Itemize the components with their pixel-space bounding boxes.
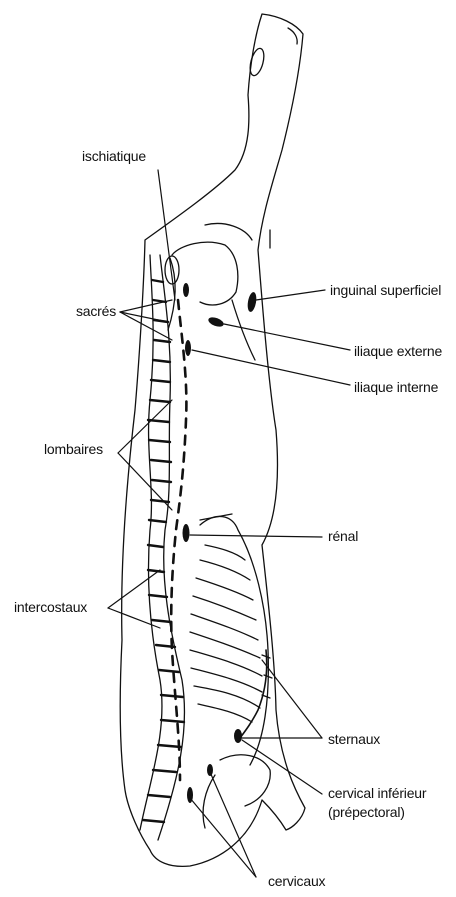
label-intercostaux: intercostaux: [14, 599, 87, 615]
label-iliaque-externe: iliaque externe: [354, 343, 442, 359]
ribs: [190, 545, 262, 722]
label-ischiatique: ischiatique: [82, 148, 146, 164]
label-prepectoral: (prépectoral): [328, 804, 405, 820]
leader-sternaux-1: [262, 660, 322, 738]
leader-lombaires-1: [118, 400, 172, 453]
leader-intercostaux-2: [108, 608, 160, 628]
leader-iliaque-externe: [224, 324, 350, 350]
label-lombaires: lombaires: [44, 441, 103, 457]
label-renal: rénal: [328, 528, 358, 544]
sternum: [240, 650, 267, 738]
label-sacres: sacrés: [76, 303, 116, 319]
sacre-node: [183, 283, 189, 297]
iliaque-externe-node: [207, 316, 225, 329]
leader-sacres-2: [120, 312, 168, 322]
leader-iliaque-interne: [192, 350, 350, 385]
leader-inguinal: [256, 290, 325, 300]
leader-cervicaux-2: [210, 772, 256, 877]
leader-intercostaux-1: [108, 570, 160, 608]
leader-cervicaux-1: [190, 798, 256, 877]
hock-detail: [288, 28, 297, 44]
label-iliaque-interne: iliaque interne: [354, 379, 438, 395]
hock-opening: [248, 47, 267, 77]
leader-sacres-3: [120, 312, 172, 340]
renal-node: [183, 524, 190, 542]
pelvis-outline: [172, 242, 238, 305]
leader-sacres-1: [120, 300, 172, 312]
label-cervicaux: cervicaux: [268, 873, 325, 889]
lymph-nodes: [183, 283, 258, 803]
leader-renal: [190, 535, 322, 537]
iliaque-interne-node: [185, 340, 191, 356]
inguinal-node: [246, 291, 257, 312]
label-inguinal-superficiel: inguinal superficiel: [330, 282, 441, 298]
label-cervical-inferieur: cervical inférieur: [328, 785, 426, 801]
label-sternaux: sternaux: [328, 731, 380, 747]
